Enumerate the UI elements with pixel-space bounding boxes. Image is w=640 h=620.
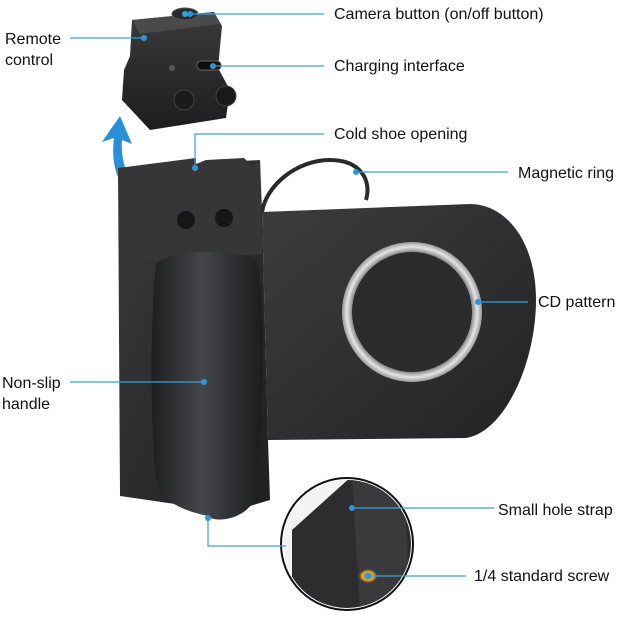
magnetic-ring <box>260 157 370 213</box>
label-non-slip-handle: Non-slip handle <box>2 375 61 413</box>
leader-dots <box>141 11 481 579</box>
label-magnetic-ring: Magnetic ring <box>518 165 615 182</box>
label-remote-control: Remote control <box>5 31 62 69</box>
leader-lines <box>70 13 528 577</box>
label-cd-pattern: CD pattern <box>538 294 616 311</box>
detach-arrow-icon <box>102 116 164 222</box>
label-small-hole-strap: Small hole strap <box>498 502 613 519</box>
label-cold-shoe-opening: Cold shoe opening <box>334 126 468 143</box>
magnetic-plate <box>262 204 536 440</box>
grip-body <box>118 158 270 520</box>
label-camera-button: Camera button (on/off button) <box>334 6 544 23</box>
zoom-detail <box>280 477 414 611</box>
non-slip-handle <box>151 252 264 520</box>
label-standard-screw: 1/4 standard screw <box>474 568 610 585</box>
label-charging-interface: Charging interface <box>334 58 465 75</box>
remote-control <box>122 7 237 130</box>
